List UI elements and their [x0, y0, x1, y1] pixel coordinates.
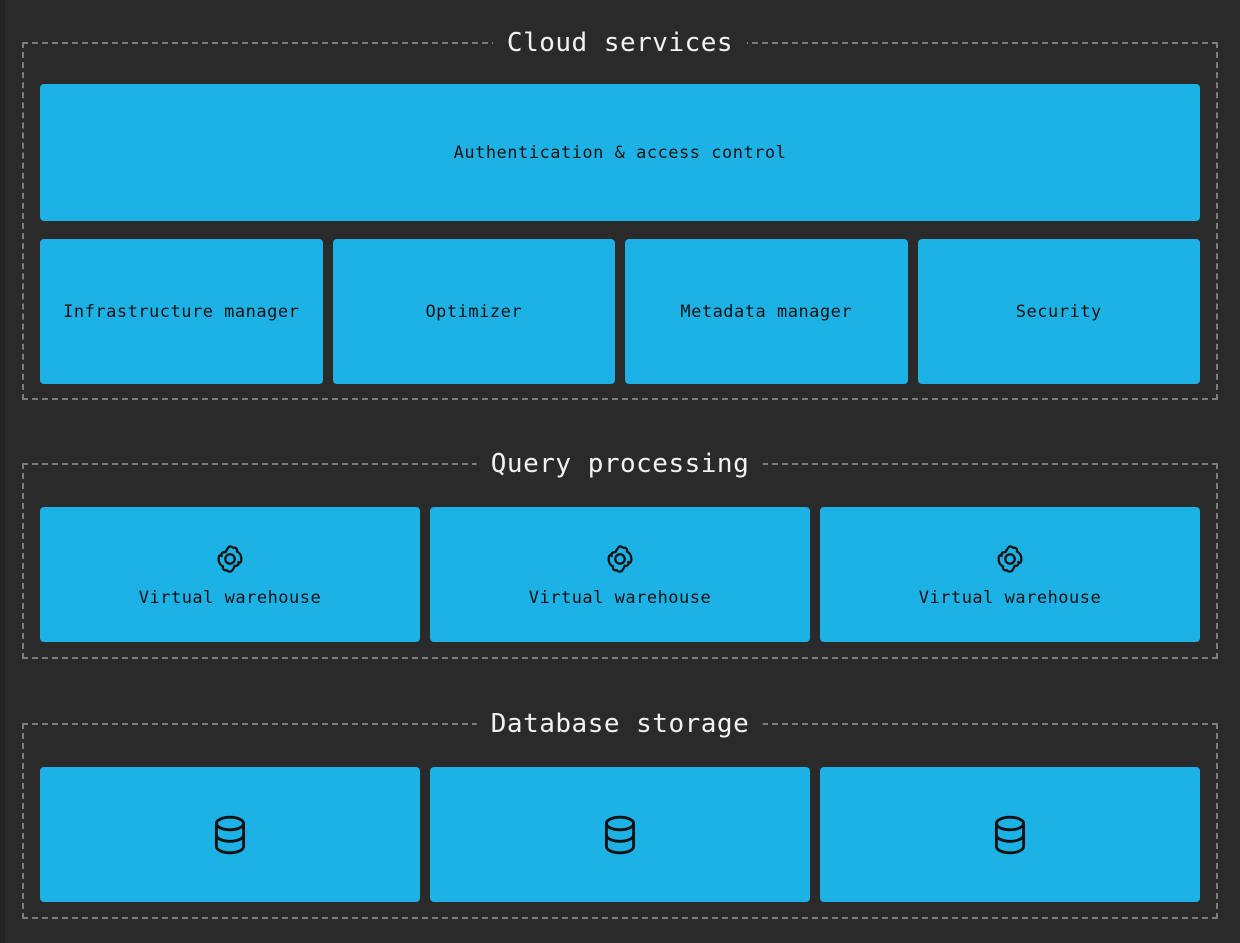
card-virtual-warehouse-3[interactable]: Virtual warehouse	[820, 507, 1200, 642]
page-edge	[0, 0, 5, 943]
card-optimizer[interactable]: Optimizer	[332, 239, 615, 384]
group-body-query-processing: Virtual warehouse Virtual warehouse	[40, 465, 1200, 657]
group-body-cloud-services: Authentication & access control Infrastr…	[40, 44, 1200, 398]
card-label: Virtual warehouse	[528, 587, 712, 608]
card-database-3[interactable]	[820, 767, 1200, 902]
database-icon	[207, 812, 253, 858]
card-database-2[interactable]	[430, 767, 810, 902]
card-label: Virtual warehouse	[138, 587, 322, 608]
query-processing-card-row: Virtual warehouse Virtual warehouse	[40, 507, 1200, 642]
gear-icon	[993, 542, 1027, 576]
card-infrastructure-manager[interactable]: Infrastructure manager	[40, 239, 323, 384]
card-database-1[interactable]	[40, 767, 420, 902]
gear-icon	[213, 542, 247, 576]
card-label: Authentication & access control	[453, 142, 787, 163]
group-title-query-processing: Query processing	[476, 444, 764, 484]
card-security[interactable]: Security	[917, 239, 1200, 384]
group-body-database-storage	[40, 725, 1200, 917]
group-database-storage: Database storage	[22, 704, 1218, 919]
card-label: Virtual warehouse	[918, 587, 1102, 608]
gear-icon	[603, 542, 637, 576]
card-label: Optimizer	[425, 301, 523, 322]
database-icon	[987, 812, 1033, 858]
group-title-cloud-services: Cloud services	[492, 23, 748, 63]
database-icon	[597, 812, 643, 858]
group-cloud-services: Cloud services Authentication & access c…	[22, 23, 1218, 400]
card-label: Security	[1015, 301, 1102, 322]
card-label: Metadata manager	[680, 301, 853, 322]
database-storage-card-row	[40, 767, 1200, 902]
card-label: Infrastructure manager	[63, 301, 300, 322]
group-title-database-storage: Database storage	[476, 704, 764, 744]
card-metadata-manager[interactable]: Metadata manager	[625, 239, 908, 384]
cloud-services-card-row: Infrastructure manager Optimizer Metadat…	[40, 239, 1200, 384]
card-authentication-access-control[interactable]: Authentication & access control	[40, 84, 1200, 221]
card-virtual-warehouse-1[interactable]: Virtual warehouse	[40, 507, 420, 642]
group-query-processing: Query processing Virtual warehouse	[22, 444, 1218, 659]
card-virtual-warehouse-2[interactable]: Virtual warehouse	[430, 507, 810, 642]
